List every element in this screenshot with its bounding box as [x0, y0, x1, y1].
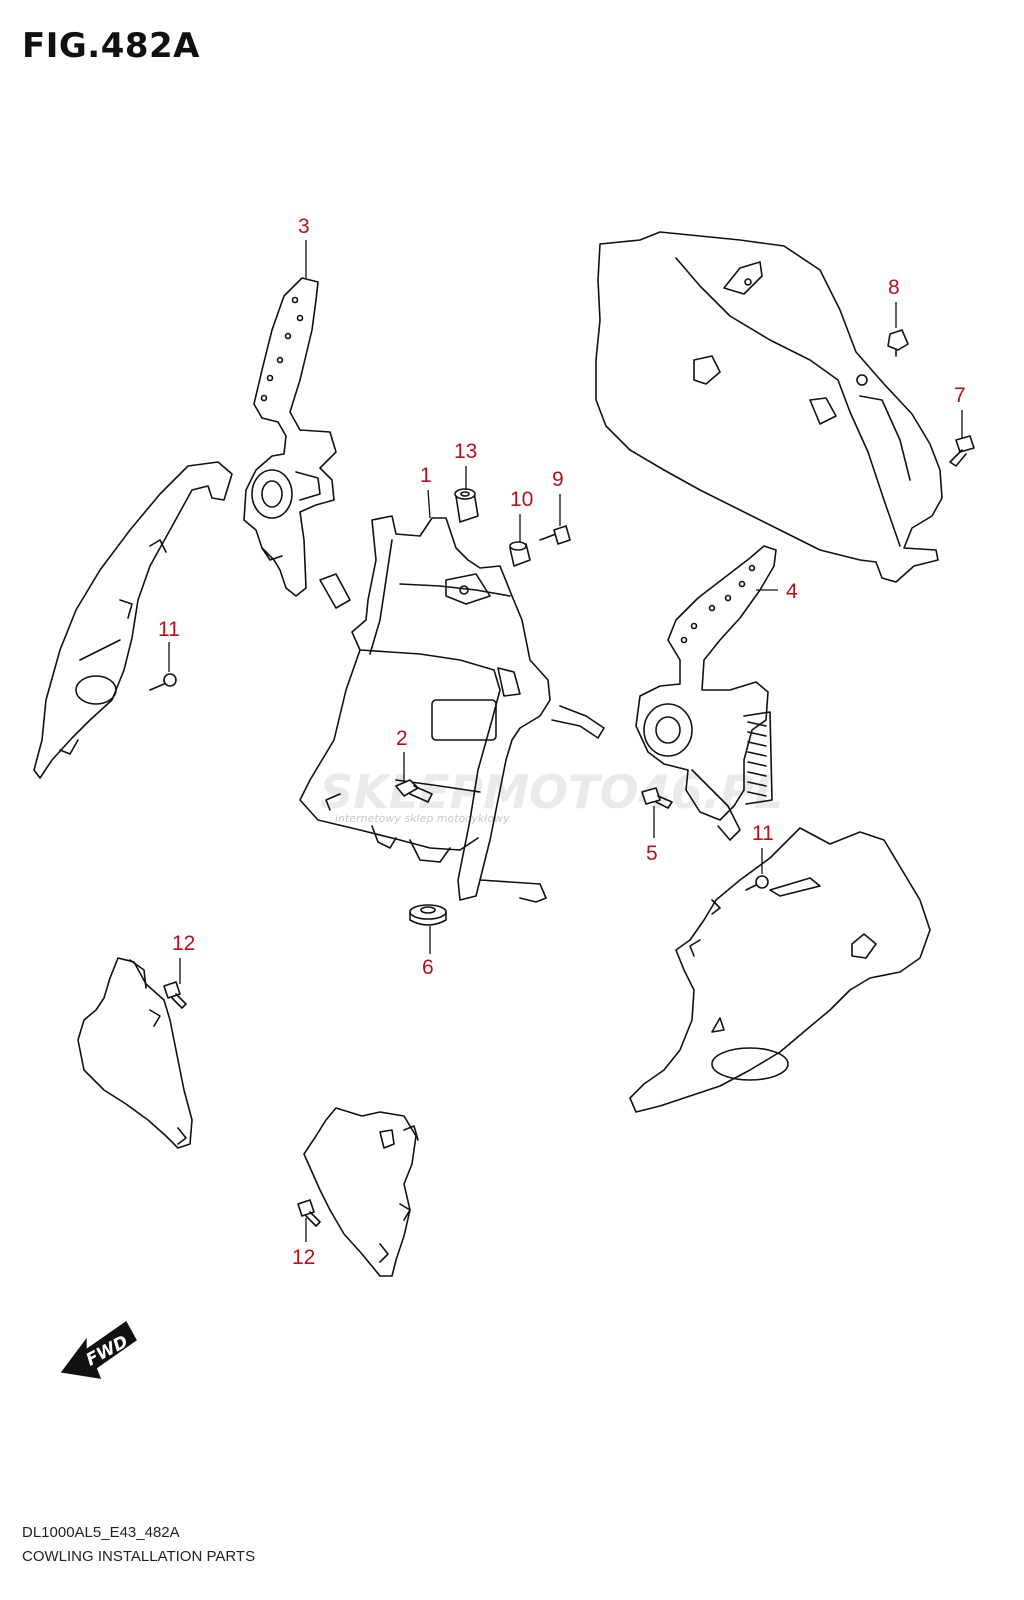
part-1-frame-bracket — [299, 515, 605, 903]
callout-5: 5 — [646, 842, 658, 865]
callout-9: 9 — [552, 468, 564, 491]
model-code: DL1000AL5_E43_482A — [22, 1524, 180, 1541]
callout-1: 1 — [420, 464, 432, 487]
callout-12-upper: 12 — [172, 932, 195, 955]
part-3-left-bracket — [243, 277, 337, 597]
part-2-bolt — [395, 779, 433, 803]
part-13-collar — [454, 488, 479, 523]
part-9-bolt — [539, 525, 571, 545]
callout-13: 13 — [454, 440, 477, 463]
fwd-arrow-icon: FWD — [60, 1320, 137, 1379]
part-8-clip — [887, 329, 909, 357]
watermark-sub: internetowy sklep motocyklowy — [335, 812, 510, 825]
callout-2: 2 — [396, 727, 408, 750]
figure-title: FIG.482A — [22, 26, 200, 66]
part-6-grommet — [409, 904, 447, 926]
right-lower-cowling — [629, 827, 931, 1113]
screw-11-left — [149, 673, 177, 691]
callout-3: 3 — [298, 215, 310, 238]
right-upper-cowling — [595, 231, 943, 583]
callout-7: 7 — [954, 384, 966, 407]
callout-10: 10 — [510, 488, 533, 511]
part-10-bushing — [509, 541, 531, 567]
watermark: SKLEPMOTO46.PL internetowy sklep motocyk… — [320, 765, 783, 825]
callout-12-lower: 12 — [292, 1246, 315, 1269]
screw-11-right — [745, 875, 769, 891]
part-4-right-bracket — [635, 545, 777, 841]
callout-11-right: 11 — [752, 822, 774, 845]
figure-caption: COWLING INSTALLATION PARTS — [22, 1548, 256, 1565]
callout-11-left: 11 — [158, 618, 180, 641]
lower-middle-panel — [303, 1107, 419, 1277]
left-cowling-panel — [33, 461, 233, 779]
callout-6: 6 — [422, 956, 434, 979]
callout-8: 8 — [888, 276, 900, 299]
callout-4: 4 — [786, 580, 798, 603]
lower-left-panel — [77, 957, 193, 1149]
screw-12-lower — [297, 1199, 321, 1227]
screw-12-upper — [163, 981, 187, 1009]
part-5-bolt — [641, 787, 673, 809]
part-7-screw — [949, 435, 975, 467]
watermark-main: SKLEPMOTO46.PL — [320, 765, 783, 819]
